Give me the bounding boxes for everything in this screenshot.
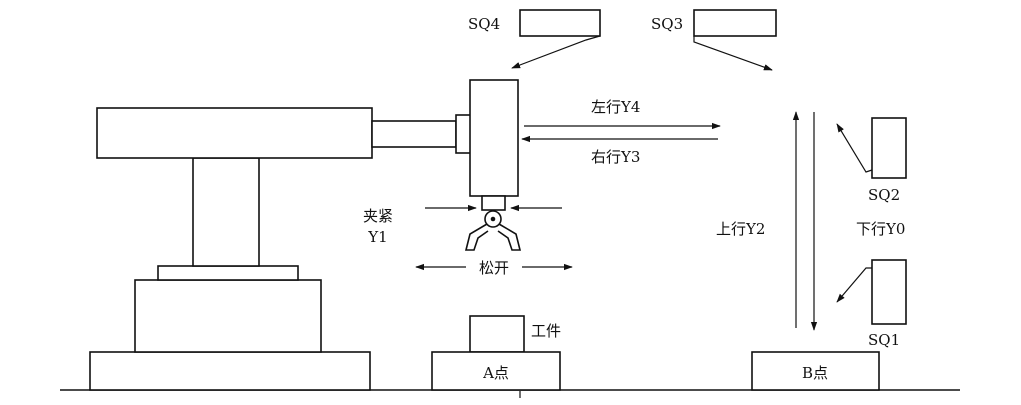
label-sq2: SQ2 [868,186,900,204]
label-sq1: SQ1 [868,331,900,349]
gripper-neck [481,195,506,211]
station-a [431,351,561,391]
robot-arm-extension [371,120,457,148]
label-left-y4: 左行Y4 [591,98,640,116]
workpiece [469,315,525,353]
label-point-b: B点 [802,364,828,382]
gripper [464,195,522,251]
limit-switch-sq4 [519,9,601,37]
station-b [751,351,880,391]
limit-switch-sq3 [693,9,777,37]
robot-base-block [134,279,322,353]
label-sq3: SQ3 [651,15,683,33]
robot-horizontal-arm [96,107,373,159]
sq3-lever-arrow [693,36,773,71]
label-down-y0: 下行Y0 [856,220,905,238]
label-sq4: SQ4 [468,15,500,33]
gripper-pin [490,216,496,222]
label-point-a: A点 [482,364,509,382]
sq2-lever-arrow [836,123,873,173]
label-workpiece: 工件 [531,322,561,340]
robot-base-plate [89,351,371,391]
sq4-lever-arrow [511,35,601,69]
limit-switch-sq1 [871,259,907,325]
sq1-lever-arrow [836,267,872,303]
robot-base-flange [157,265,299,281]
label-release: 松开 [479,259,509,277]
limit-switch-sq2 [871,117,907,179]
label-right-y3: 右行Y3 [591,148,640,166]
label-clamp-line1: 夹紧 [363,207,393,225]
robot-column [192,157,260,267]
gripper-left-jaw [464,223,489,251]
robot-head [469,79,519,197]
label-up-y2: 上行Y2 [716,220,765,238]
label-clamp-line2: Y1 [367,228,387,246]
gripper-right-jaw [497,223,522,251]
